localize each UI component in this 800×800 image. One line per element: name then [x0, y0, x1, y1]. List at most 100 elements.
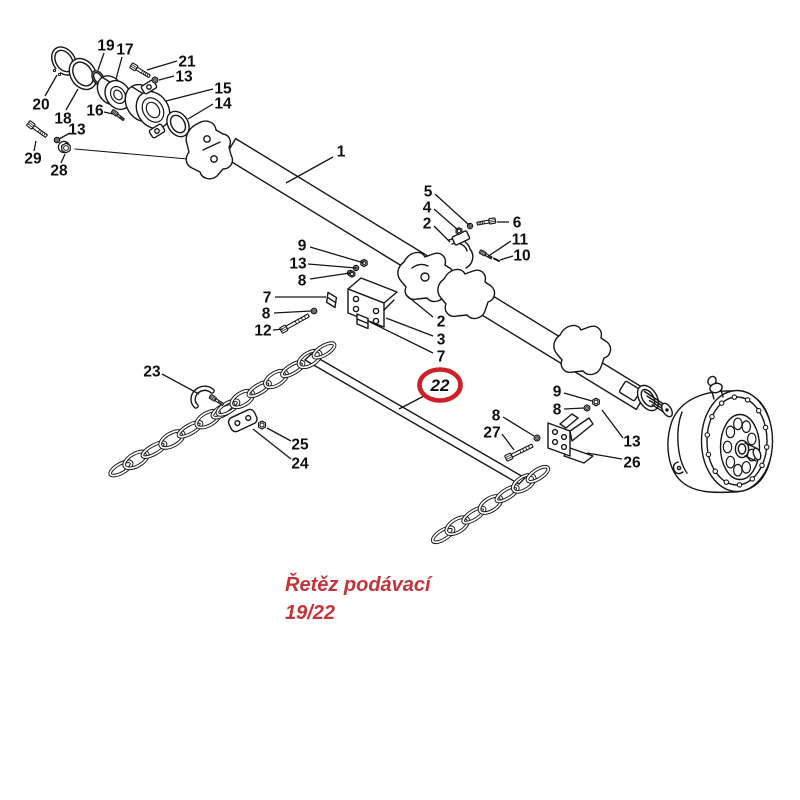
caption-line-1: Řetěz podávací: [285, 572, 433, 596]
part-label-26: 26: [623, 455, 641, 472]
housing-lug-bottom: [148, 123, 166, 139]
part-label-24: 24: [291, 456, 309, 473]
leader-line: [501, 433, 515, 451]
highlighted-part-number[interactable]: 22: [430, 376, 450, 395]
part-label-3: 3: [437, 332, 446, 349]
connecting-link-24: [227, 408, 258, 433]
splined-shaft: [643, 390, 673, 418]
feed-chain-segments: [108, 341, 551, 545]
part-label-15: 15: [214, 81, 232, 98]
part-label-6: 6: [513, 215, 522, 232]
part-label-13: 13: [175, 69, 193, 86]
part-label-13: 13: [289, 256, 307, 273]
clamp-band-2: [448, 230, 474, 269]
part-label-7: 7: [263, 290, 272, 307]
cast-detail: [411, 263, 429, 269]
part-label-8: 8: [492, 408, 501, 425]
leader-line: [601, 409, 624, 439]
part-label-2: 2: [423, 216, 432, 233]
o-ring-19: [91, 70, 105, 86]
yoke-left: [185, 120, 234, 180]
leader-line: [187, 103, 214, 120]
leader-line: [369, 321, 434, 354]
part-label-1: 1: [337, 144, 346, 161]
leader-line: [146, 60, 178, 71]
leader-line: [115, 56, 123, 80]
caption-line-2: 19/22: [285, 602, 335, 624]
leader-line: [60, 153, 66, 164]
leader-line-22: [398, 395, 425, 410]
leader-line: [563, 407, 585, 410]
part-label-28: 28: [50, 163, 68, 180]
leader-line: [65, 88, 79, 111]
bracket-26: [547, 413, 594, 464]
cast-boss: [420, 272, 430, 282]
part-label-23: 23: [143, 364, 161, 381]
leader-line: [499, 255, 514, 261]
leader-line: [161, 373, 200, 395]
leader-line: [433, 208, 459, 231]
leader-line: [309, 272, 351, 280]
leader-line: [44, 74, 58, 97]
leader-line: [252, 428, 292, 460]
part-label-8: 8: [262, 306, 271, 323]
highlight-part-22[interactable]: 22: [398, 367, 463, 410]
highlight-ellipse[interactable]: [417, 367, 463, 403]
part-label-10: 10: [513, 248, 530, 265]
part-label-17: 17: [116, 42, 133, 59]
leader-line: [586, 452, 623, 460]
part-label-18: 18: [54, 111, 72, 128]
part-label-16: 16: [86, 103, 104, 120]
motor-hook: [672, 461, 684, 475]
bracket-3: [347, 277, 398, 328]
snap-ring-eye: [57, 72, 62, 77]
leader-line: [489, 240, 512, 256]
bearing-housing-15: [124, 83, 171, 130]
part-label-8: 8: [298, 273, 307, 290]
part-label-21: 21: [178, 54, 196, 71]
part-label-2: 2: [437, 314, 446, 331]
leader-line: [158, 75, 175, 81]
bearing-17: [96, 75, 132, 111]
lock-ring-18: [68, 57, 98, 91]
part-label-25: 25: [291, 437, 309, 454]
leader-line: [103, 111, 114, 115]
part-label-13: 13: [68, 122, 86, 139]
leader-line: [58, 132, 71, 140]
leader-line: [272, 328, 284, 331]
shackle-23-inner: [191, 386, 214, 408]
part-label-13: 13: [623, 434, 641, 451]
motor-bolt-holes: [704, 394, 770, 488]
leader-line: [33, 140, 37, 152]
part-label-14: 14: [214, 96, 232, 113]
leader-line: [385, 317, 434, 337]
leader-line: [502, 416, 535, 437]
part-label-20: 20: [32, 97, 49, 114]
chain-bar-22: [304, 353, 526, 485]
leader-line: [266, 427, 292, 442]
snap-ring-eye: [52, 68, 57, 73]
leader-line: [405, 294, 434, 318]
part-label-8: 8: [553, 402, 562, 419]
motor-face-holes: [722, 417, 757, 477]
seal-14: [166, 110, 190, 138]
part-label-27: 27: [483, 425, 500, 442]
leader-line: [309, 246, 365, 264]
hydraulic-drive-motor: [667, 375, 774, 494]
motor-top-plug: [707, 375, 724, 400]
part-label-9: 9: [298, 238, 307, 255]
leader-line: [307, 263, 357, 269]
tab-7-left: [325, 291, 338, 309]
fasteners: [26, 62, 600, 462]
leader-line: [433, 225, 451, 243]
part-label-7: 7: [437, 349, 446, 366]
part-label-5: 5: [424, 184, 433, 201]
part-label-11: 11: [512, 232, 529, 249]
part-label-19: 19: [97, 38, 115, 55]
leader-line: [273, 310, 312, 314]
leader-line: [285, 156, 334, 184]
tab-7-lower: [356, 313, 369, 330]
part-label-4: 4: [423, 200, 432, 217]
